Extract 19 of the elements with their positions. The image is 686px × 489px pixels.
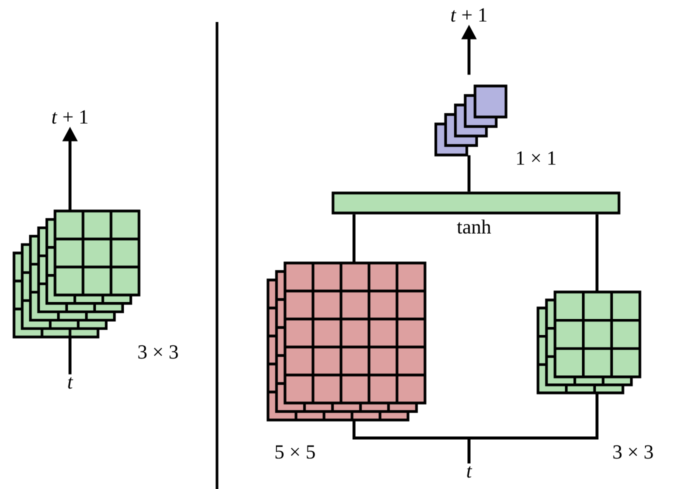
activation-bar: tanh — [332, 192, 620, 234]
kernel-stack-drawing — [266, 262, 426, 422]
kernel-stack-drawing — [536, 290, 642, 394]
variable-label: t — [467, 466, 472, 478]
size-label: 3 × 3 — [613, 445, 653, 459]
connector-line — [468, 393, 598, 464]
connector-line — [352, 214, 356, 263]
node-label: tanh — [456, 220, 491, 234]
kernel-stack-drawing — [434, 84, 508, 156]
size-label: 3 × 3 — [138, 345, 178, 359]
variable-label: t + 1 — [52, 110, 88, 124]
size-label: 5 × 5 — [276, 445, 315, 459]
connector-line — [596, 214, 598, 292]
kernel-stack-drawing — [12, 210, 140, 338]
size-label: 1 × 1 — [517, 151, 556, 165]
variable-label: t — [68, 377, 74, 389]
variable-label: t + 1 — [451, 8, 486, 22]
connector-line — [68, 337, 72, 374]
connector-line — [468, 155, 470, 192]
